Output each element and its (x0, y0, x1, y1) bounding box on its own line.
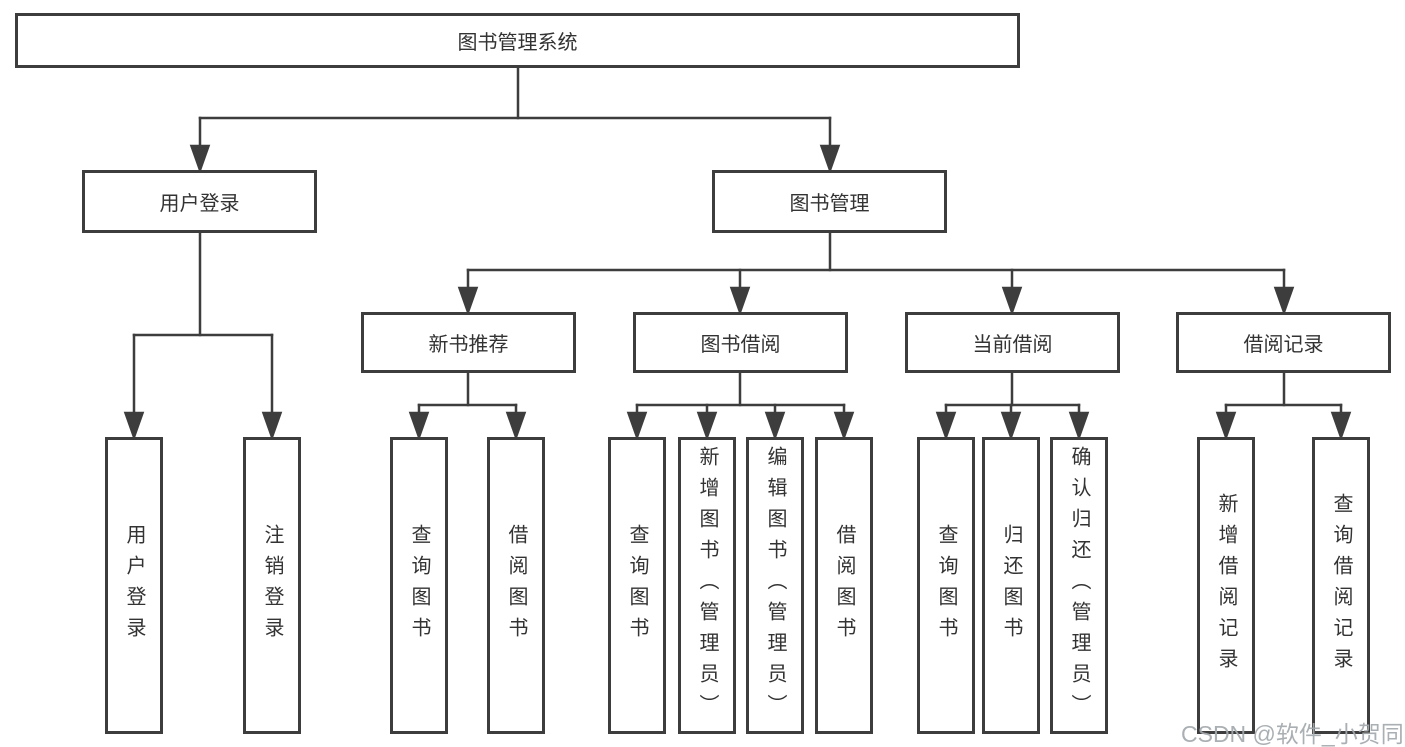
arrow-down-icon (819, 144, 841, 174)
arrow-down-icon (189, 144, 211, 174)
connector-new-book-recommend-to-leaves (408, 371, 527, 441)
node-label: 用户登录 (123, 523, 145, 648)
node-label: 图书管理 (789, 193, 870, 215)
leaf-query-books: 查询图书 (390, 437, 448, 734)
arrow-down-icon (1000, 411, 1022, 441)
node-label: 新增借阅记录 (1215, 492, 1237, 679)
connector-root-to-level2 (189, 66, 841, 174)
arrow-down-icon (729, 286, 751, 316)
leaf-return-books: 归还图书 (982, 437, 1040, 734)
node-label: 新书推荐 (428, 334, 509, 356)
node-label: 查询图书 (408, 523, 430, 648)
connector-current-borrow-to-leaves (935, 371, 1090, 441)
node-current-borrow: 当前借阅 (905, 312, 1120, 373)
node-borrow-records: 借阅记录 (1176, 312, 1391, 373)
arrow-down-icon (1068, 411, 1090, 441)
leaf-user-login: 用户登录 (105, 437, 163, 734)
leaf-query-books: 查询图书 (608, 437, 666, 734)
leaf-edit-books-admin: 编辑图书（管理员） (746, 437, 804, 734)
leaf-add-borrow-record: 新增借阅记录 (1197, 437, 1255, 734)
node-label: 编辑图书（管理员） (764, 446, 786, 725)
node-label: 查询图书 (626, 523, 648, 648)
arrow-down-icon (1001, 286, 1023, 316)
node-label: 借阅图书 (833, 523, 855, 648)
node-user-login: 用户登录 (82, 170, 317, 233)
arrow-down-icon (935, 411, 957, 441)
arrow-down-icon (408, 411, 430, 441)
connector-book-borrow-to-leaves (626, 371, 855, 441)
arrow-down-icon (1330, 411, 1352, 441)
node-new-book-recommend: 新书推荐 (361, 312, 576, 373)
node-book-borrow: 图书借阅 (633, 312, 848, 373)
leaf-logout: 注销登录 (243, 437, 301, 734)
leaf-query-books: 查询图书 (917, 437, 975, 734)
node-label: 查询借阅记录 (1330, 492, 1352, 679)
arrow-down-icon (626, 411, 648, 441)
leaf-add-books-admin: 新增图书（管理员） (678, 437, 736, 734)
leaf-borrow-books: 借阅图书 (487, 437, 545, 734)
arrow-down-icon (505, 411, 527, 441)
arrow-down-icon (261, 411, 283, 441)
node-label: 用户登录 (159, 193, 240, 215)
csdn-watermark: CSDN @软件_小贺同学 (1181, 721, 1405, 747)
node-label: 确认归还（管理员） (1068, 446, 1090, 725)
node-library-management-system: 图书管理系统 (15, 13, 1020, 68)
arrow-down-icon (764, 411, 786, 441)
arrow-down-icon (696, 411, 718, 441)
arrow-down-icon (833, 411, 855, 441)
leaf-borrow-books: 借阅图书 (815, 437, 873, 734)
node-label: 借阅图书 (505, 523, 527, 648)
node-label: 借阅记录 (1243, 334, 1324, 356)
node-label: 图书借阅 (700, 334, 781, 356)
node-label: 新增图书（管理员） (696, 446, 718, 725)
arrow-down-icon (1215, 411, 1237, 441)
node-label: 图书管理系统 (457, 32, 578, 54)
arrow-down-icon (457, 286, 479, 316)
connector-book-management-to-level3 (457, 231, 1295, 316)
node-book-management: 图书管理 (712, 170, 947, 233)
arrow-down-icon (123, 411, 145, 441)
leaf-query-borrow-record: 查询借阅记录 (1312, 437, 1370, 734)
node-label: 注销登录 (261, 523, 283, 648)
connector-user-login-to-leaves (123, 231, 283, 441)
node-label: 查询图书 (935, 523, 957, 648)
node-label: 当前借阅 (972, 334, 1053, 356)
node-label: 归还图书 (1000, 523, 1022, 648)
leaf-confirm-return-admin: 确认归还（管理员） (1050, 437, 1108, 734)
connector-borrow-records-to-leaves (1215, 371, 1352, 441)
arrow-down-icon (1273, 286, 1295, 316)
